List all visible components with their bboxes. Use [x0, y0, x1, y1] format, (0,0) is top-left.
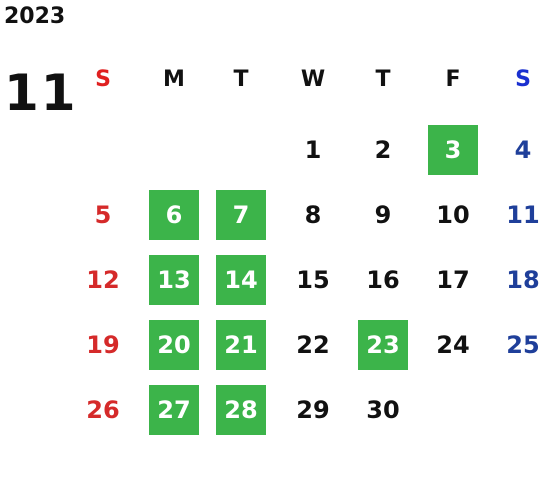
day-2[interactable]: 2	[374, 136, 392, 164]
day-7[interactable]: 7	[216, 190, 266, 240]
day-15[interactable]: 15	[296, 266, 330, 294]
year-label: 2023	[4, 4, 66, 29]
weekday-header-5: F	[445, 67, 461, 92]
day-19[interactable]: 19	[86, 331, 120, 359]
day-6[interactable]: 6	[149, 190, 199, 240]
day-12[interactable]: 12	[86, 266, 120, 294]
weekday-header-3: W	[300, 67, 326, 92]
day-23[interactable]: 23	[358, 320, 408, 370]
day-18[interactable]: 18	[506, 266, 540, 294]
weekday-header-2: T	[233, 67, 249, 92]
day-5[interactable]: 5	[94, 201, 112, 229]
day-25[interactable]: 25	[506, 331, 540, 359]
day-28[interactable]: 28	[216, 385, 266, 435]
day-3[interactable]: 3	[428, 125, 478, 175]
day-16[interactable]: 16	[366, 266, 400, 294]
weekday-header-6: S	[515, 67, 531, 92]
day-10[interactable]: 10	[436, 201, 470, 229]
weekday-header-1: M	[163, 67, 185, 92]
day-11[interactable]: 11	[506, 201, 540, 229]
day-24[interactable]: 24	[436, 331, 470, 359]
day-9[interactable]: 9	[374, 201, 392, 229]
day-17[interactable]: 17	[436, 266, 470, 294]
day-22[interactable]: 22	[296, 331, 330, 359]
day-30[interactable]: 30	[366, 396, 400, 424]
day-27[interactable]: 27	[149, 385, 199, 435]
day-14[interactable]: 14	[216, 255, 266, 305]
day-21[interactable]: 21	[216, 320, 266, 370]
month-label: 11	[4, 64, 78, 122]
day-29[interactable]: 29	[296, 396, 330, 424]
weekday-header-4: T	[375, 67, 391, 92]
weekday-header-0: S	[95, 67, 111, 92]
day-13[interactable]: 13	[149, 255, 199, 305]
day-8[interactable]: 8	[304, 201, 322, 229]
day-4[interactable]: 4	[514, 136, 532, 164]
day-1[interactable]: 1	[304, 136, 322, 164]
day-26[interactable]: 26	[86, 396, 120, 424]
day-20[interactable]: 20	[149, 320, 199, 370]
